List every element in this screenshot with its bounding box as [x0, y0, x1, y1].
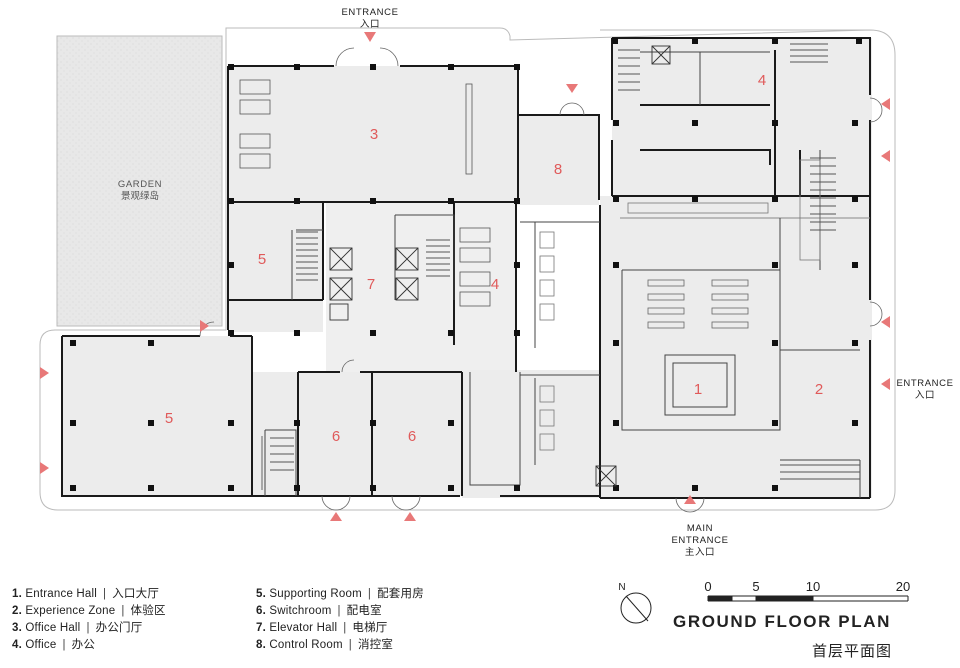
garden-label-cn: 景观绿岛	[121, 190, 159, 202]
room-number-supporting-top: 5	[258, 251, 266, 268]
legend-cn: 入口大厅	[112, 588, 160, 600]
legend-en: Elevator Hall	[269, 622, 338, 634]
legend-en: Office Hall	[25, 622, 81, 634]
legend-sep: |	[121, 605, 125, 617]
entrance-arrow-right	[881, 378, 890, 390]
entrance-right-label-cn: 入口	[915, 390, 935, 401]
room-number-office-top-right: 4	[758, 72, 766, 89]
legend-item: 6. Switchroom | 配电室	[256, 603, 424, 620]
north-arrow-icon: N	[618, 582, 652, 624]
legend-en: Switchroom	[269, 605, 332, 617]
entrance-arrow-control	[566, 84, 578, 93]
legend-item: 8. Control Room | 消控室	[256, 637, 424, 654]
entrance-right-label: ENTRANCE	[896, 378, 953, 389]
legend-column-2: 5. Supporting Room | 配套用房 6. Switchroom | 配电…	[256, 586, 424, 654]
scale-tick-10: 10	[806, 579, 820, 594]
room-number-experience-zone: 2	[815, 381, 823, 398]
legend-column-1: 1. Entrance Hall | 入口大厅 2. Experience Zone…	[12, 586, 166, 654]
plan-title-cn: 首层平面图	[812, 643, 893, 660]
room-number-switch-b: 6	[408, 428, 416, 445]
entrance-arrow-top	[364, 32, 376, 42]
entrance-top-label: ENTRANCE	[341, 7, 398, 18]
legend-sep: |	[62, 639, 66, 651]
entrance-arrow-right-mid	[881, 316, 890, 328]
scale-tick-20: 20	[896, 579, 910, 594]
scale-tick-0: 0	[704, 579, 711, 594]
scale-bar: 0 5 10 20	[704, 579, 910, 602]
floor-slab	[62, 38, 872, 498]
legend-sep: |	[348, 639, 352, 651]
entrance-top-label-cn: 入口	[360, 19, 380, 30]
walls	[61, 37, 871, 499]
entrance-arrow-bottom-b	[404, 512, 416, 521]
legend-num: 4.	[12, 639, 22, 651]
legend-num: 6.	[256, 605, 266, 617]
room-number-elevator-hall: 7	[367, 276, 375, 293]
structural-columns	[70, 38, 862, 491]
entrance-arrow-right-top	[881, 98, 890, 110]
room-number-office-hall: 3	[370, 126, 378, 143]
site-boundary	[39, 27, 896, 511]
interior-partitions	[264, 51, 861, 498]
legend-cn: 办公	[71, 639, 96, 651]
legend-item: 2. Experience Zone | 体验区	[12, 603, 166, 620]
entrance-labels: ENTRANCE 入口 ENTRANCE 入口 MAIN ENTRANCE 主入…	[341, 7, 953, 558]
garden-label: GARDEN	[118, 179, 162, 190]
north-label: N	[618, 582, 625, 593]
room-number-supporting-big: 5	[165, 410, 173, 427]
legend-en: Office	[25, 639, 57, 651]
entrance-arrow-left-b	[40, 462, 49, 474]
plan-title: GROUND FLOOR PLAN	[673, 612, 891, 631]
entrance-arrow-right-top2	[881, 150, 890, 162]
legend-num: 8.	[256, 639, 266, 651]
entrance-arrow-bottom-a	[330, 512, 342, 521]
legend-en: Control Room	[269, 639, 343, 651]
legend-sep: |	[343, 622, 347, 634]
entrance-arrows	[40, 32, 890, 521]
legend-en: Entrance Hall	[25, 588, 98, 600]
legend-num: 3.	[12, 622, 22, 634]
legend-sep: |	[103, 588, 107, 600]
doors	[199, 47, 883, 513]
room-number-office-mid: 4	[491, 276, 499, 293]
entrance-arrow-garden	[200, 320, 209, 332]
main-entrance-label-2: ENTRANCE	[671, 535, 728, 546]
legend-cn: 体验区	[130, 605, 166, 617]
room-numbers: 3 8 4 5 7 4 1 2 5 6 6	[165, 72, 823, 445]
room-number-switch-a: 6	[332, 428, 340, 445]
legend-sep: |	[337, 605, 341, 617]
room-number-entrance-hall: 1	[694, 381, 702, 398]
legend-en: Experience Zone	[25, 605, 116, 617]
garden-area: GARDEN 景观绿岛	[56, 35, 223, 327]
legend-num: 2.	[12, 605, 22, 617]
legend-cn: 配电室	[346, 605, 382, 617]
legend-num: 1.	[12, 588, 22, 600]
legend-sep: |	[86, 622, 90, 634]
legend-item: 4. Office | 办公	[12, 637, 166, 654]
room-number-control-room: 8	[554, 161, 562, 178]
legend-num: 7.	[256, 622, 266, 634]
legend-item: 3. Office Hall | 办公门厅	[12, 620, 166, 637]
main-entrance-label-cn: 主入口	[685, 546, 715, 558]
entrance-arrow-left-a	[40, 367, 49, 379]
legend-cn: 消控室	[357, 639, 394, 651]
scale-tick-5: 5	[752, 579, 759, 594]
legend-cn: 配套用房	[377, 588, 424, 600]
legend-sep: |	[367, 588, 372, 600]
legend-cn: 办公门厅	[95, 622, 143, 634]
entrance-arrow-main	[684, 495, 696, 504]
legend-item: 5. Supporting Room | 配套用房	[256, 586, 424, 603]
legend-cn: 电梯厅	[352, 622, 388, 634]
legend-num: 5.	[256, 588, 266, 600]
legend-en: Supporting Room	[269, 588, 362, 600]
vertical-circulation	[261, 43, 860, 490]
legend-item: 1. Entrance Hall | 入口大厅	[12, 586, 166, 603]
main-entrance-label-1: MAIN	[687, 523, 713, 534]
furniture	[239, 79, 821, 451]
legend-item: 7. Elevator Hall | 电梯厅	[256, 620, 424, 637]
